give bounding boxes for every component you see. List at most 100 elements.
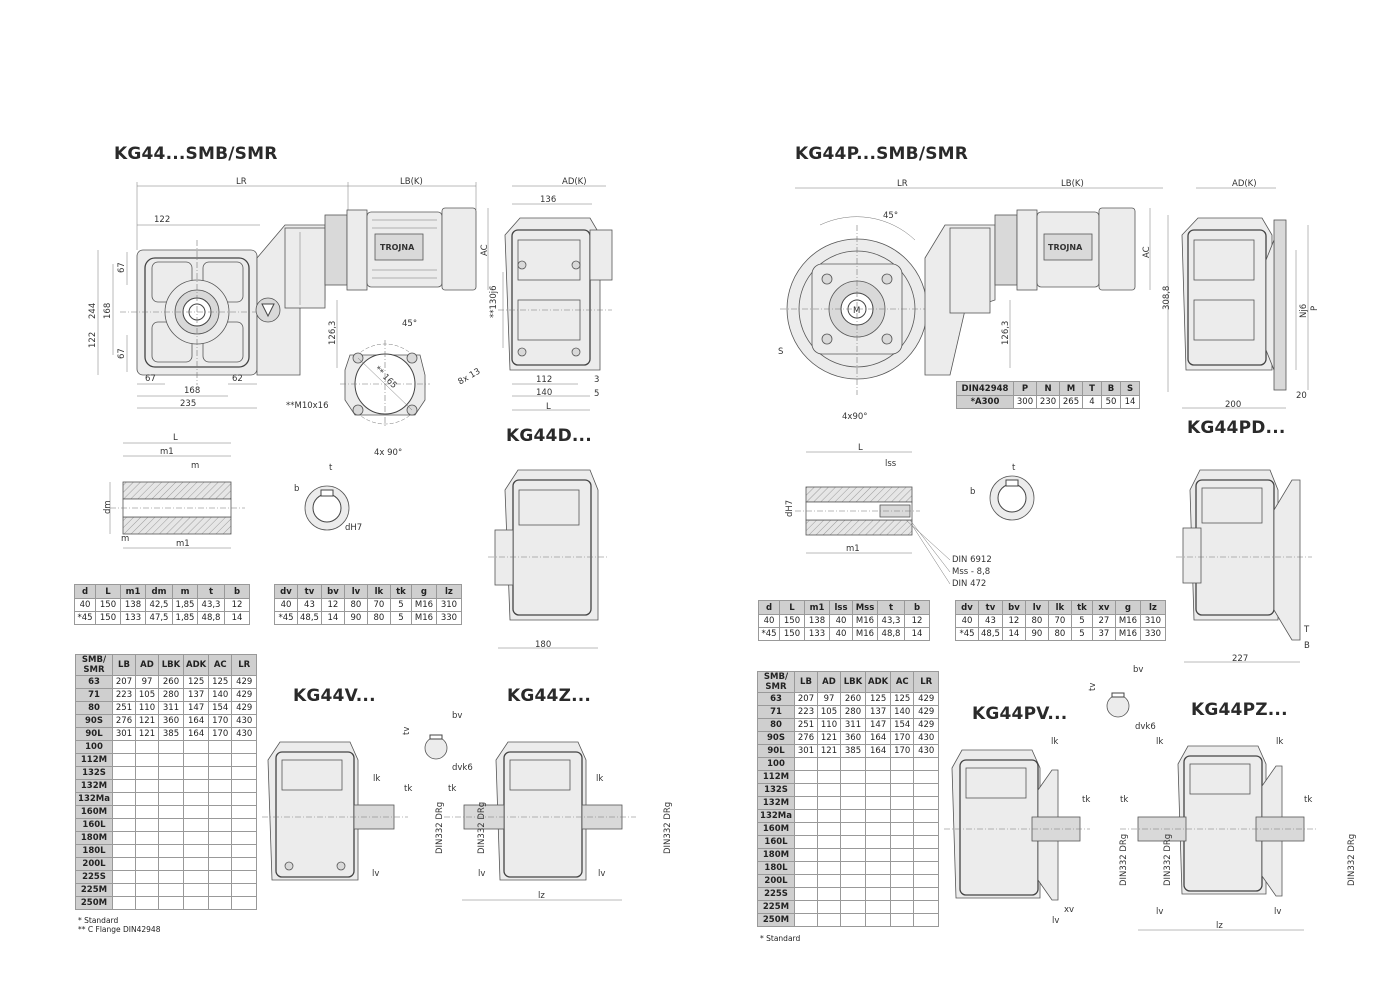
table-cell: 223	[794, 705, 818, 719]
table-cell: 133	[120, 611, 146, 625]
dim-adk-right: AD(K)	[1232, 179, 1257, 189]
table-cell	[182, 870, 210, 884]
shaft-m1-right: m1	[846, 544, 860, 554]
out-lk-left: lk	[373, 774, 380, 784]
table-cell	[208, 896, 233, 910]
table-cell	[864, 757, 892, 771]
dim-308-8-right: 308,8	[1162, 286, 1172, 310]
table-cell	[913, 861, 940, 875]
table-header-cell: AC	[208, 654, 233, 676]
table-header-cell: lv	[343, 584, 368, 599]
dim-m-right: M	[853, 306, 860, 316]
table-header-cell: LBK	[840, 671, 866, 693]
table-cell	[913, 783, 940, 797]
dim-adk-left: AD(K)	[562, 177, 587, 187]
table-cell	[817, 887, 841, 901]
kg44pz-view: lk lk tk tk lv lv lz DIN332 DRg DIN332 D…	[1120, 737, 1357, 931]
out-lk-z-left: lk	[596, 774, 603, 784]
table-cell	[208, 883, 233, 897]
dim-67c-left: 67	[145, 374, 156, 384]
table-cell	[208, 779, 233, 793]
table-cell: 164	[864, 731, 892, 745]
table-cell: 132Ma	[75, 792, 113, 806]
table-cell: 40	[758, 614, 780, 628]
table-cell: 121	[135, 727, 159, 741]
table-cell: 71	[75, 688, 113, 702]
table-row: 132S	[75, 766, 258, 780]
table-cell: 14	[1120, 395, 1140, 409]
table-header-cell: P	[1013, 381, 1037, 396]
table-cell	[864, 861, 892, 875]
table-cell: 280	[158, 688, 184, 702]
table-cell	[890, 770, 915, 784]
table-header-cell: m1	[120, 584, 146, 599]
table-row: 100	[75, 740, 258, 754]
table-row: 180L	[757, 861, 940, 875]
table-cell	[794, 848, 818, 862]
dim-lr-right: LR	[897, 179, 908, 189]
table-cell: 48,5	[978, 627, 1003, 641]
table-cell	[840, 809, 866, 823]
table-header-cell: tv	[297, 584, 322, 599]
table-header-cell: tk	[1070, 600, 1093, 615]
kg44-side-view: AD(K) 136 **130j6 8x 13 112 140 L 3 5	[457, 177, 613, 412]
table-cell: 200L	[757, 874, 795, 888]
table-cell	[112, 831, 136, 845]
table-cell	[840, 822, 866, 836]
table-cell: 40	[74, 598, 96, 612]
table-cell: 1,85	[172, 598, 198, 612]
table-row: 180L	[75, 844, 258, 858]
table-row: 132Ma	[757, 809, 940, 823]
table-cell: *45	[74, 611, 96, 625]
table-cell: 164	[182, 714, 210, 728]
shaft-dh7-left: dH7	[345, 523, 362, 533]
table-cell	[112, 792, 136, 806]
table-cell: 250M	[75, 896, 113, 910]
table-row: 132S	[757, 783, 940, 797]
table-cell	[182, 792, 210, 806]
table-row: 132M	[75, 779, 258, 793]
title-kg44v: KG44V...	[293, 686, 376, 706]
table-cell	[840, 861, 866, 875]
table-cell	[794, 913, 818, 927]
table-cell: 300	[1013, 395, 1037, 409]
table-cell	[135, 753, 159, 767]
table-cell	[158, 792, 184, 806]
table-cell: 90	[1024, 627, 1049, 641]
table-cell	[890, 757, 915, 771]
table-cell: 140	[208, 688, 233, 702]
table-row: 160M	[75, 805, 258, 819]
dim-ac-right: AC	[1142, 246, 1152, 258]
dim-67b-left: 67	[117, 348, 127, 359]
table-cell	[913, 809, 940, 823]
table-cell	[817, 757, 841, 771]
table-cell	[135, 896, 159, 910]
dim-lbk-left: LB(K)	[400, 177, 423, 187]
table-cell	[864, 835, 892, 849]
table-cell: 225M	[757, 900, 795, 914]
table-cell	[135, 831, 159, 845]
table-cell: 429	[231, 675, 258, 689]
table-cell	[231, 753, 258, 767]
dim-112-left: 112	[536, 375, 552, 385]
table-cell: 429	[913, 705, 940, 719]
table-cell	[817, 913, 841, 927]
table-cell	[135, 805, 159, 819]
table-header-cell: tk	[389, 584, 412, 599]
table-cell	[231, 766, 258, 780]
table-header-cell: S	[1120, 381, 1140, 396]
out-lk-pv-right: lk	[1051, 737, 1058, 747]
dim-227-right: 227	[1232, 654, 1248, 664]
table-header-cell: d	[74, 584, 96, 599]
table-cell	[794, 874, 818, 888]
table-cell	[158, 831, 184, 845]
table-cell	[112, 844, 136, 858]
table-cell: 105	[135, 688, 159, 702]
title-kg44p: KG44P...SMB/SMR	[795, 144, 969, 164]
